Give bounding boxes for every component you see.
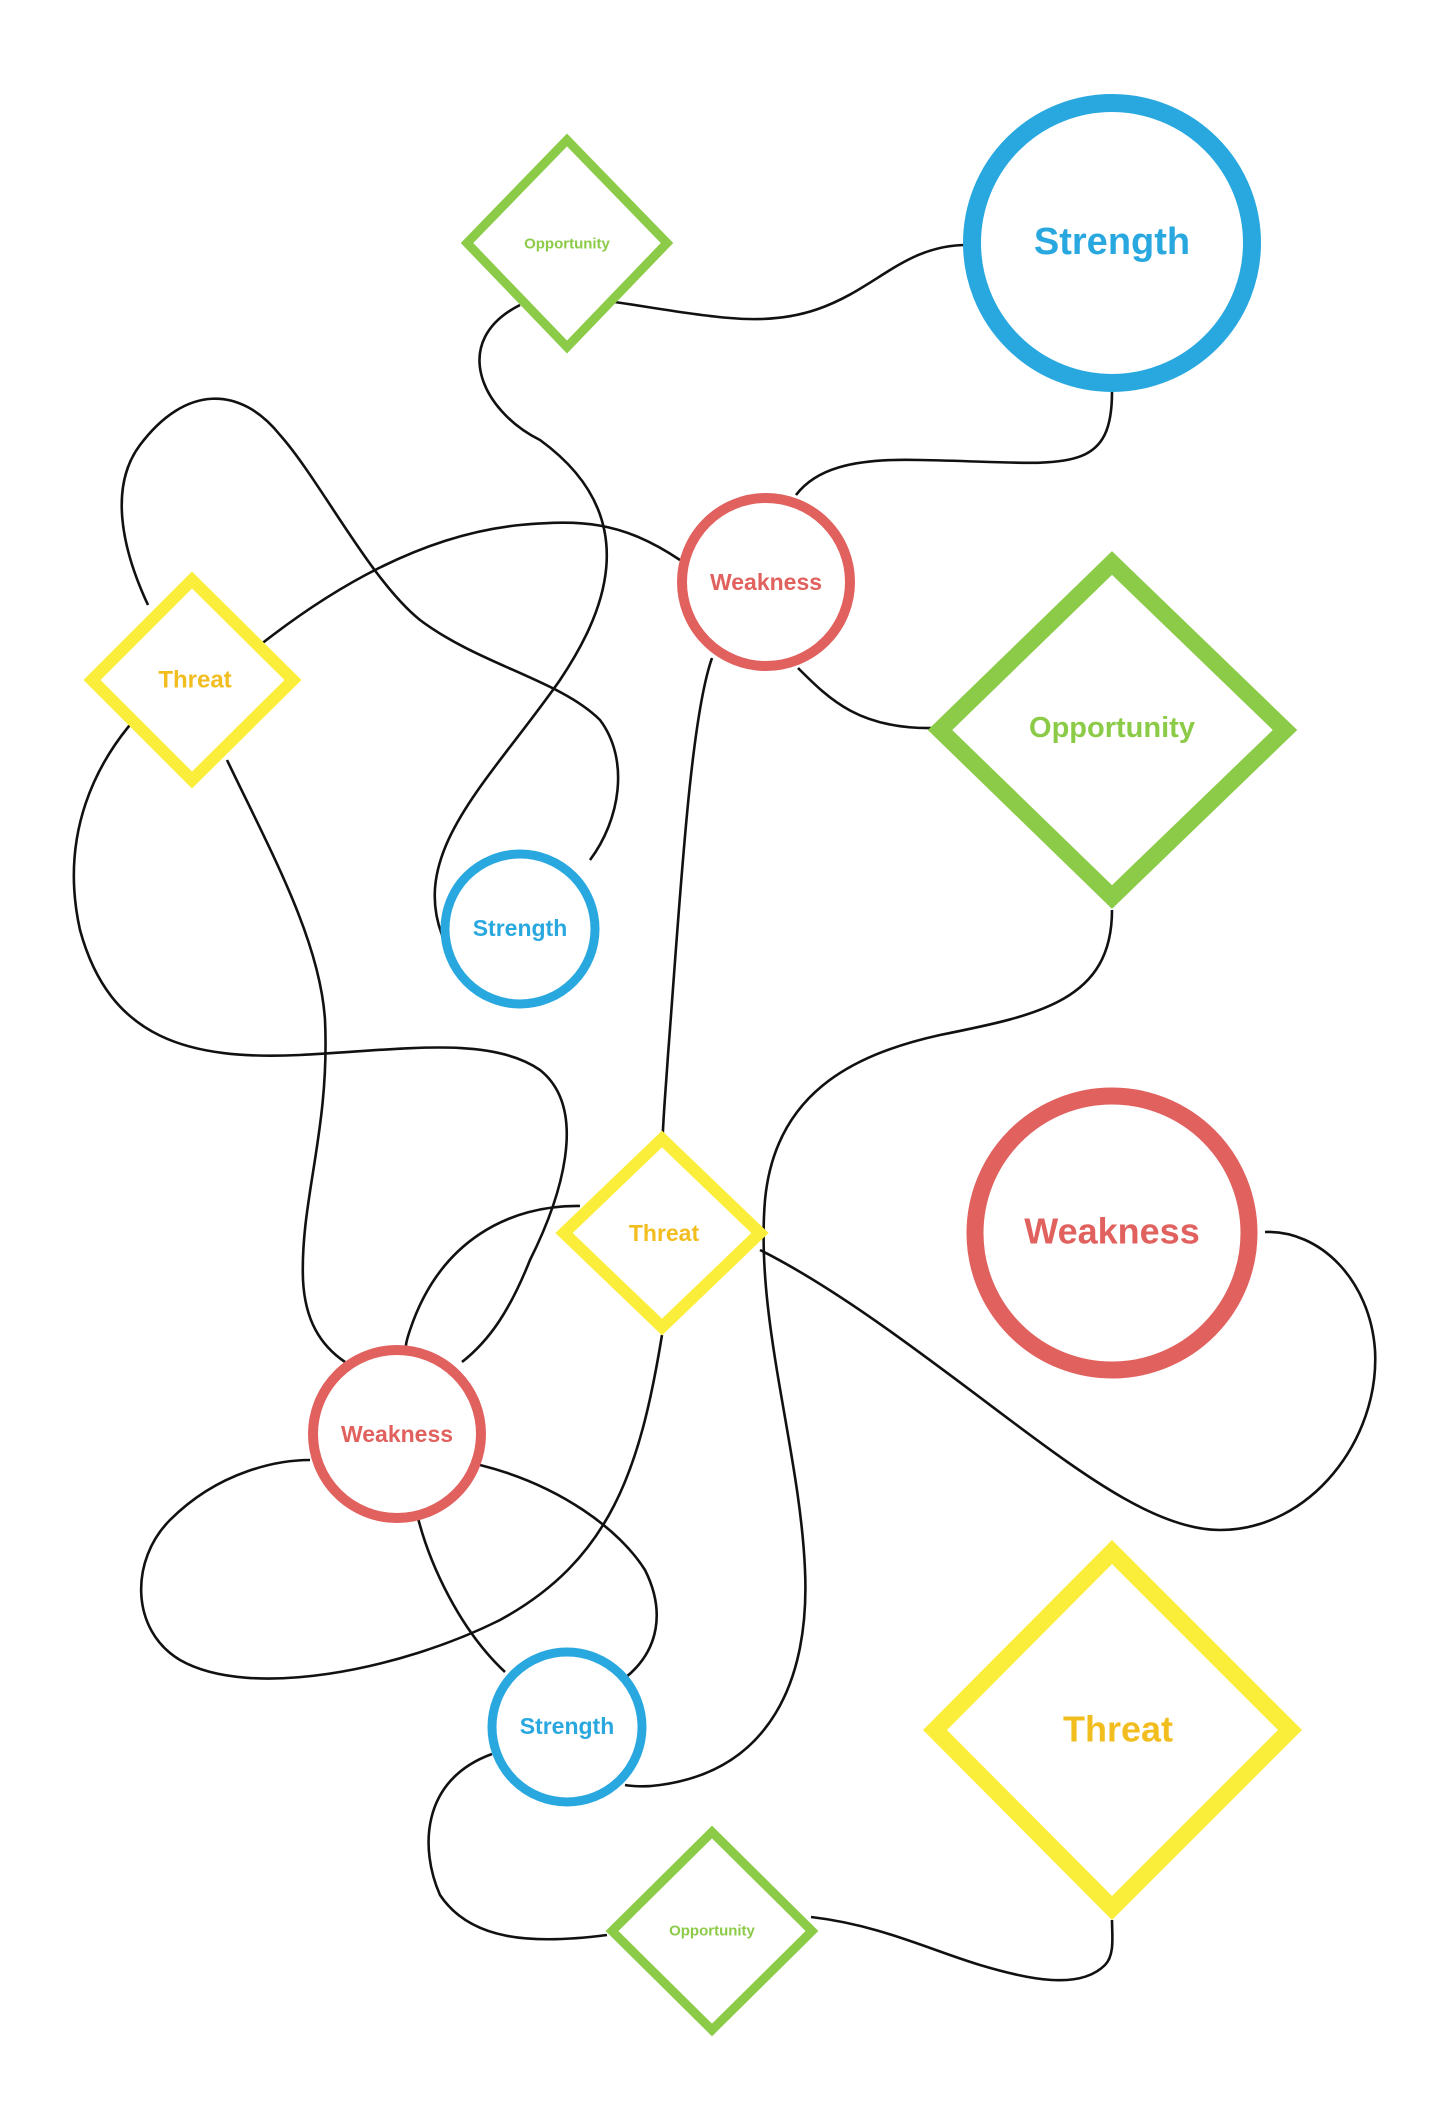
node-label: Strength — [1034, 221, 1190, 263]
node-label: Weakness — [341, 1421, 453, 1447]
connector-weakness-lower-to-strength-bottom-direct — [416, 1517, 506, 1673]
connector-weakness-upper-to-threat-left — [259, 521, 681, 647]
threat-diamond — [555, 1130, 769, 1336]
node-label: Threat — [1063, 1709, 1173, 1750]
node-label: Weakness — [1024, 1211, 1199, 1252]
connector-threat-left-to-weakness-lower — [225, 759, 346, 1364]
connector-threat-center-to-weakness-right — [759, 1230, 1377, 1532]
opportunity-diamond — [605, 1825, 819, 2037]
node-weakness-lower: Weakness — [308, 1345, 486, 1523]
opportunity-diamond — [927, 551, 1298, 909]
connector-weakness-upper-to-opportunity-right — [797, 667, 937, 730]
threat-diamond — [83, 571, 302, 789]
connectors — [72, 243, 1377, 1982]
node-label: Threat — [158, 667, 231, 694]
node-threat-center: Threat — [555, 1130, 769, 1336]
connector-weakness-lower-to-strength-bottom — [479, 1463, 658, 1680]
opportunity-diamond — [460, 133, 674, 354]
node-weakness-upper: Weakness — [677, 493, 855, 671]
node-opportunity-bottom: Opportunity — [605, 1825, 819, 2037]
node-label: Opportunity — [524, 236, 610, 253]
node-weakness-right: Weakness — [966, 1087, 1258, 1379]
connector-threat-center-to-weakness-lower-loop — [139, 1334, 664, 1680]
node-threat-bottom-right: Threat — [923, 1539, 1303, 1921]
node-strength-middle: Strength — [440, 849, 600, 1009]
node-label: Opportunity — [1029, 712, 1195, 744]
connector-opportunity-right-to-strength-bottom — [624, 909, 1114, 1788]
node-opportunity-right: Opportunity — [927, 551, 1298, 909]
connector-opportunity-top-to-strength-middle — [433, 303, 609, 936]
connector-strength-top-to-opportunity-top — [599, 243, 968, 321]
node-opportunity-top: Opportunity — [460, 133, 674, 354]
node-label: Weakness — [710, 569, 822, 595]
node-label: Opportunity — [669, 1923, 755, 1940]
strength-circle — [440, 849, 600, 1009]
strength-circle — [487, 1647, 647, 1807]
node-label: Strength — [520, 1713, 615, 1739]
connector-strength-top-to-weakness-upper — [794, 391, 1114, 496]
threat-diamond — [923, 1539, 1303, 1921]
connector-threat-left-to-threat-center — [72, 697, 569, 1364]
node-strength-bottom: Strength — [487, 1647, 647, 1807]
weakness-circle — [677, 493, 855, 671]
nodes: Opportunity Strength Weakness Threat Opp… — [83, 94, 1303, 2037]
strength-circle — [963, 94, 1261, 392]
connector-weakness-upper-to-threat-center — [660, 657, 714, 1161]
weakness-circle — [308, 1345, 486, 1523]
connector-strength-bottom-to-opportunity-bottom — [427, 1752, 608, 1941]
weakness-circle — [966, 1087, 1258, 1379]
node-strength-top: Strength — [963, 94, 1261, 392]
node-label: Strength — [473, 915, 568, 941]
node-label: Threat — [629, 1220, 700, 1246]
connector-opportunity-bottom-to-threat-bottom-right — [810, 1915, 1114, 1982]
node-threat-left: Threat — [83, 571, 302, 789]
connector-threat-left-loop — [120, 397, 620, 861]
